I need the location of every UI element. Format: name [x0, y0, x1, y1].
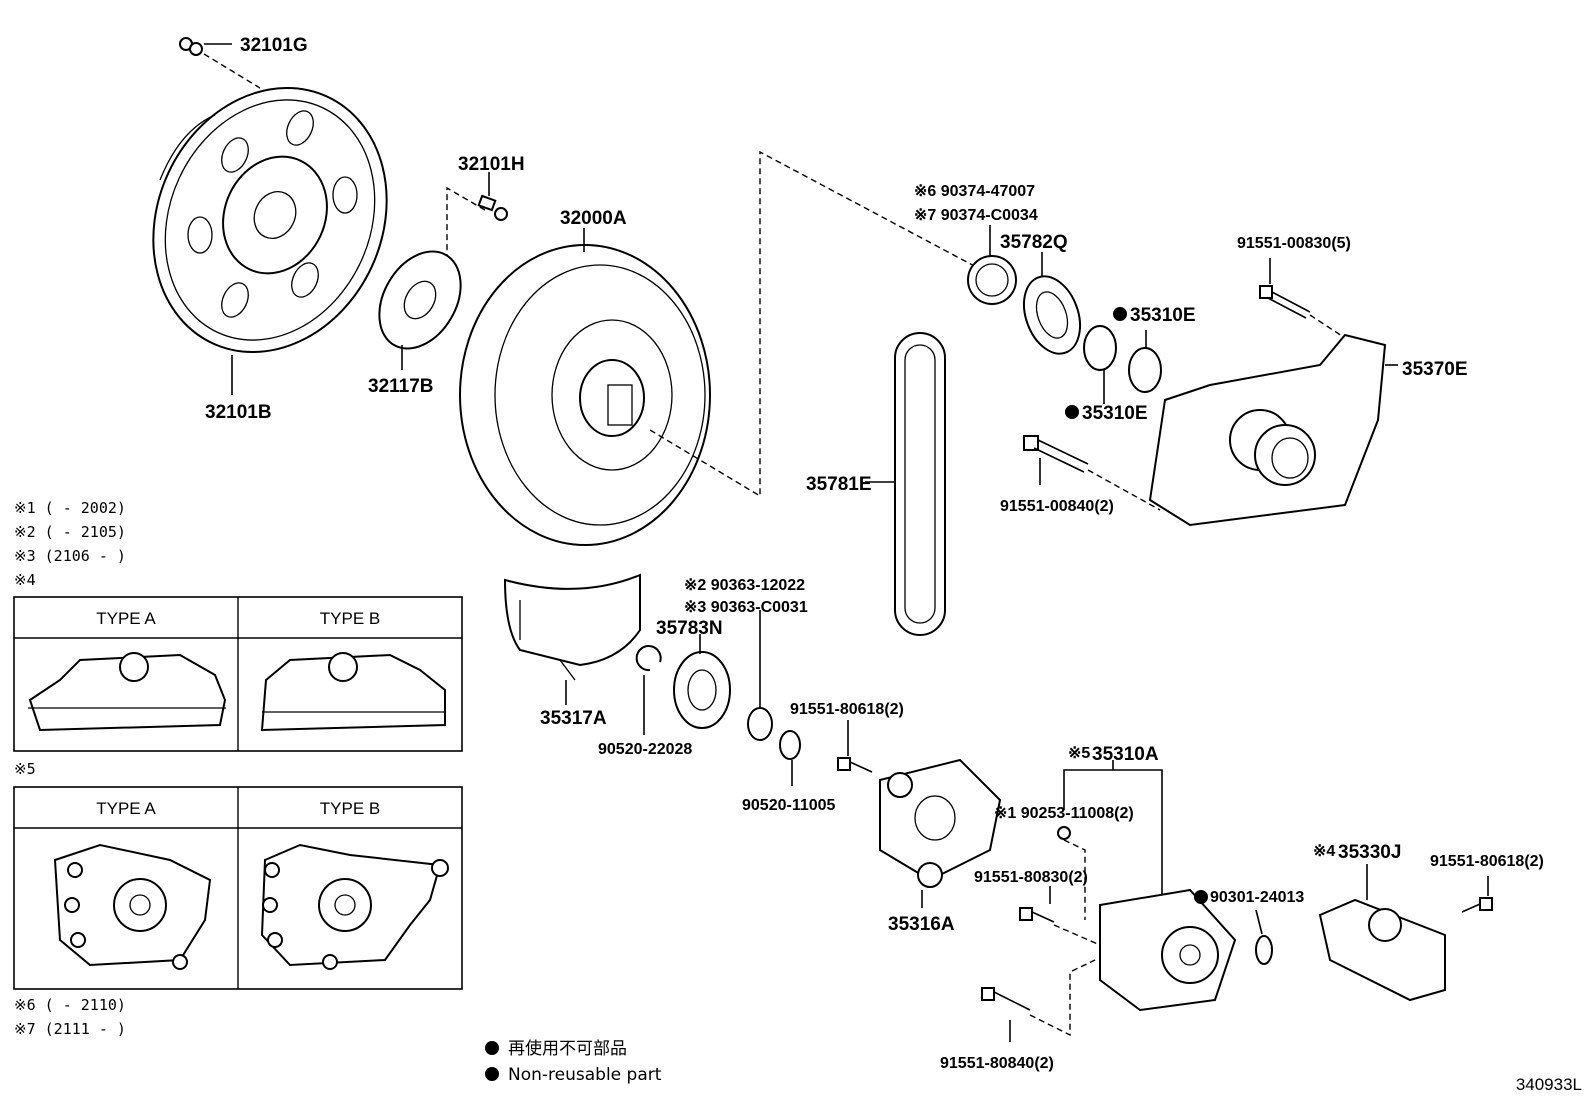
type-5-b-label: TYPE B — [320, 799, 380, 818]
label-91551-00840: 91551-00840(2) — [1000, 498, 1114, 515]
label-35783N: 35783N — [656, 618, 723, 639]
label-32101H: 32101H — [458, 154, 525, 175]
drive-plate-32101B[interactable] — [111, 49, 429, 395]
type-5-a-label: TYPE A — [96, 799, 156, 818]
plate-32117B[interactable] — [363, 237, 477, 370]
note-1: ※1 ( - 2002) — [14, 499, 126, 517]
label-90363-12022: ※2 90363-12022 — [684, 577, 805, 594]
label-35317A: 35317A — [540, 708, 607, 729]
non-reusable-dot — [1065, 405, 1079, 419]
label-91551-80618-a: 91551-80618(2) — [790, 701, 904, 718]
note-2: ※2 ( - 2105) — [14, 523, 126, 541]
legend: 再使用不可部品 Non-reusable part — [485, 1038, 662, 1085]
label-32101G: 32101G — [240, 35, 308, 56]
label-32000A: 32000A — [560, 208, 627, 229]
bolt-32101G[interactable] — [179, 37, 261, 89]
non-reusable-dot — [1194, 890, 1208, 904]
label-90363-C0031: ※3 90363-C0031 — [684, 599, 808, 616]
label-90520-22028: 90520-22028 — [598, 741, 692, 758]
legend-dot — [485, 1041, 499, 1055]
oil-pump-35310A[interactable] — [1057, 760, 1237, 1012]
label-35310E-a: 35310E — [1130, 305, 1196, 326]
label-35330J: 35330J — [1338, 842, 1401, 863]
chain-35781E[interactable] — [865, 332, 946, 636]
label-35782Q: 35782Q — [1000, 232, 1068, 253]
bolt-91551-80618-a[interactable] — [837, 720, 873, 773]
mark-5: ※5 — [1068, 745, 1090, 762]
torque-converter-32000A[interactable] — [459, 150, 1011, 546]
cover-35370E[interactable] — [1148, 333, 1398, 527]
strainer-35330J[interactable] — [1318, 864, 1446, 1002]
pump-type-b-drawing — [260, 843, 449, 970]
note-4: ※4 — [14, 571, 36, 589]
bolt-91551-00840[interactable] — [1023, 435, 1161, 511]
type-4-b-label: TYPE B — [320, 609, 380, 628]
snap-ring-90520-11005[interactable] — [779, 730, 801, 786]
cover-35316A[interactable] — [879, 758, 1002, 908]
label-35781E: 35781E — [806, 474, 872, 495]
label-91551-00830: 91551-00830(5) — [1237, 235, 1351, 252]
legend-dot — [485, 1067, 499, 1081]
label-90301-24013: 90301-24013 — [1210, 889, 1304, 906]
cover-35317A[interactable] — [503, 573, 641, 705]
label-32117B: 32117B — [368, 376, 434, 397]
label-90374-47007: ※6 90374-47007 — [914, 183, 1035, 200]
label-91551-80840: 91551-80840(2) — [940, 1055, 1054, 1072]
bolt-91551-80840[interactable] — [981, 959, 1096, 1042]
diagram-id: 340933L — [1516, 1075, 1582, 1094]
label-90520-11005: 90520-11005 — [742, 797, 836, 814]
type-4-a-label: TYPE A — [96, 609, 156, 628]
legend-en: Non-reusable part — [508, 1065, 662, 1085]
sprocket-35782Q[interactable] — [1014, 252, 1090, 361]
snap-ring-90520-22028[interactable] — [635, 645, 662, 735]
non-reusable-dot — [1113, 307, 1127, 321]
label-35370E: 35370E — [1402, 359, 1468, 380]
o-ring-90301-24013[interactable] — [1255, 909, 1273, 965]
strainer-type-b-drawing — [260, 652, 446, 732]
bolt-91551-80830[interactable] — [1019, 886, 1101, 946]
label-90253-11008: ※1 90253-11008(2) — [994, 805, 1134, 822]
strainer-type-a-drawing — [28, 652, 227, 732]
label-91551-80830: 91551-80830(2) — [974, 869, 1088, 886]
type-table-4: TYPE A TYPE B — [13, 596, 463, 752]
pump-type-a-drawing — [53, 843, 212, 970]
note-6: ※6 ( - 2110) — [14, 996, 126, 1014]
bolt-32101H[interactable] — [446, 172, 508, 262]
note-7: ※7 (2111 - ) — [14, 1020, 126, 1038]
type-table-5: TYPE A TYPE B — [13, 786, 463, 990]
label-35316A: 35316A — [888, 914, 955, 935]
oil-seal-90374[interactable] — [967, 225, 1017, 305]
note-3: ※3 (2106 - ) — [14, 547, 126, 565]
bolt-91551-00830[interactable] — [1259, 258, 1346, 339]
bearing-90363[interactable] — [747, 610, 773, 741]
label-35310A: 35310A — [1092, 744, 1159, 765]
legend-jp: 再使用不可部品 — [508, 1038, 627, 1059]
label-91551-80618-b: 91551-80618(2) — [1430, 853, 1544, 870]
label-35310E-b: 35310E — [1082, 403, 1148, 424]
o-ring-35310E-a[interactable] — [1083, 325, 1117, 404]
o-ring-35310E-b[interactable] — [1128, 330, 1162, 393]
label-32101B: 32101B — [205, 402, 272, 423]
sprocket-35783N[interactable] — [673, 634, 731, 729]
note-5: ※5 — [14, 760, 36, 778]
label-90374-C0034: ※7 90374-C0034 — [914, 207, 1038, 224]
mark-4: ※4 — [1313, 843, 1335, 860]
bolt-91551-80618-b[interactable] — [1461, 876, 1493, 913]
